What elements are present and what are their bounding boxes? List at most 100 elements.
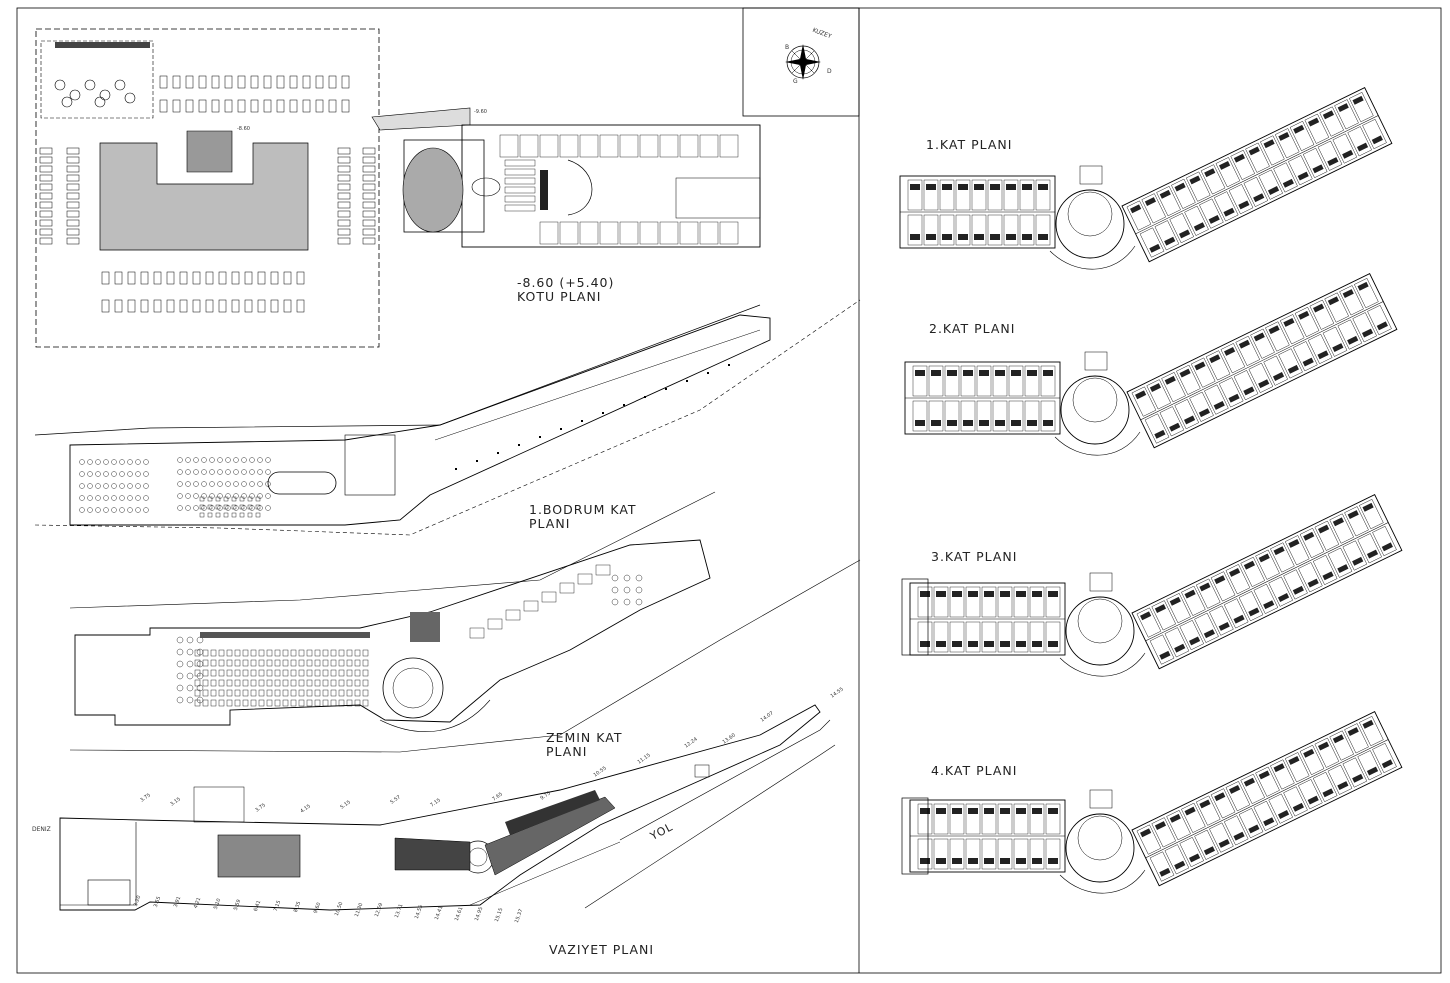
room xyxy=(619,134,639,158)
dining-table xyxy=(314,649,321,657)
table-icon xyxy=(111,471,117,477)
parking-car xyxy=(66,165,80,173)
table-icon xyxy=(127,483,133,489)
table-icon xyxy=(185,481,191,487)
guest-room xyxy=(1190,357,1216,388)
dining-table xyxy=(250,689,257,697)
right-wing xyxy=(1131,494,1403,670)
dining-table xyxy=(322,669,329,677)
guest-room xyxy=(960,365,976,397)
guest-room xyxy=(997,621,1013,653)
dining-table xyxy=(298,679,305,687)
guest-room xyxy=(1185,171,1211,202)
table-icon xyxy=(186,684,194,692)
dining-table xyxy=(194,649,201,657)
dining-table xyxy=(258,669,265,677)
table-icon xyxy=(135,507,141,513)
table-icon xyxy=(223,512,229,518)
parking-car xyxy=(159,99,168,113)
parking-car xyxy=(66,219,80,227)
dining-table xyxy=(210,699,217,707)
table-icon xyxy=(225,457,231,463)
guest-room xyxy=(1317,140,1343,171)
table-icon xyxy=(265,505,271,511)
parking-car xyxy=(362,165,376,173)
dining-table xyxy=(234,659,241,667)
locker xyxy=(504,177,536,185)
locker xyxy=(504,204,536,212)
guest-room xyxy=(917,586,933,618)
parking-car xyxy=(211,75,220,89)
table-icon xyxy=(177,457,183,463)
guest-room xyxy=(1126,200,1152,231)
room xyxy=(595,564,611,576)
parking-car xyxy=(185,99,194,113)
guest-room xyxy=(1220,343,1246,374)
kotu-plan-elevation: -8.60 (+5.40) xyxy=(517,275,615,290)
guest-room xyxy=(907,214,923,246)
table-icon xyxy=(257,469,263,475)
dining-table xyxy=(354,659,361,667)
guest-room xyxy=(1304,113,1330,144)
guest-room xyxy=(1339,285,1364,316)
parking-car xyxy=(315,75,324,89)
parking-car xyxy=(39,165,53,173)
table-icon xyxy=(255,504,261,510)
column xyxy=(623,404,625,406)
parking-car xyxy=(283,271,292,285)
dining-table xyxy=(202,679,209,687)
table-icon xyxy=(231,512,237,518)
table-icon xyxy=(87,507,93,513)
locker xyxy=(504,186,536,194)
dining-table xyxy=(242,669,249,677)
guest-room xyxy=(1131,386,1157,417)
dining-table xyxy=(290,649,297,657)
parking-car xyxy=(289,99,298,113)
dining-table xyxy=(354,679,361,687)
room xyxy=(559,221,579,245)
guest-room xyxy=(1319,106,1344,137)
dining-table xyxy=(306,659,313,667)
dining-table xyxy=(242,649,249,657)
dining-table xyxy=(226,669,233,677)
parking-car xyxy=(296,299,305,313)
guest-room xyxy=(1223,815,1249,846)
vaziyet-plan xyxy=(59,704,836,911)
table-icon xyxy=(119,459,125,465)
guest-room xyxy=(1008,400,1024,432)
table-icon xyxy=(127,507,133,513)
guest-room xyxy=(1240,556,1265,587)
room xyxy=(541,591,557,603)
table-icon xyxy=(127,471,133,477)
guest-room xyxy=(981,838,997,870)
dining-table xyxy=(226,689,233,697)
room xyxy=(659,221,679,245)
guest-room xyxy=(1250,328,1275,359)
table-icon xyxy=(127,459,133,465)
guest-room xyxy=(1284,752,1310,783)
room xyxy=(679,221,699,245)
dining-table xyxy=(290,659,297,667)
parking-car xyxy=(66,237,80,245)
dining-table xyxy=(250,669,257,677)
guest-room xyxy=(1035,179,1051,211)
right-wing xyxy=(1121,87,1393,263)
table-icon xyxy=(79,507,85,513)
room xyxy=(539,134,559,158)
wall-block xyxy=(540,170,548,210)
guest-room xyxy=(992,400,1008,432)
dining-table xyxy=(338,689,345,697)
guest-room xyxy=(1332,133,1358,164)
guest-room xyxy=(933,586,949,618)
table-icon xyxy=(111,495,117,501)
parking-car xyxy=(337,237,351,245)
dining-table xyxy=(354,689,361,697)
parking-car xyxy=(39,174,53,182)
table-icon xyxy=(143,459,149,465)
table-icon xyxy=(201,481,207,487)
table-icon xyxy=(87,459,93,465)
parking-car xyxy=(362,228,376,236)
parking-car xyxy=(127,271,136,285)
dining-table xyxy=(274,669,281,677)
